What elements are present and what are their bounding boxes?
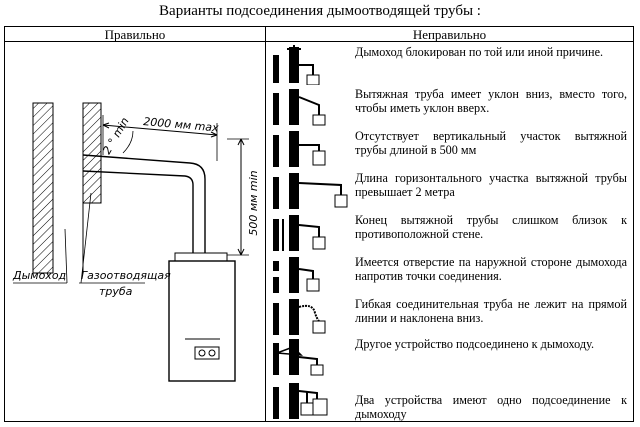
- chimney-blocked-icon: [273, 45, 320, 85]
- dimension-vertical-label: 500 мм min: [247, 170, 260, 235]
- boiler-flue-diagram: 2000 мм max 2 ° min 500 мм min: [12, 102, 260, 382]
- wrong-case-2: Вытяжная труба имеет уклон вниз, вместо …: [267, 87, 633, 127]
- wrong-case-4: Длина горизонтального участка вытяжной т…: [267, 171, 633, 211]
- wrong-case-9-text: Два устройства имеют одно подсоединение …: [355, 393, 627, 421]
- wrong-case-8: Другое устройство подсоединено к дымоход…: [267, 337, 633, 377]
- wrong-case-4-text: Длина горизонтального участка вытяжной т…: [355, 171, 627, 199]
- wrong-case-7: Гибкая соединительная труба не лежит на …: [267, 297, 633, 337]
- pipe-slope-down-icon: [273, 89, 326, 126]
- label-flue-pipe-line2: труба: [99, 285, 133, 298]
- wrong-case-6-text: Имеется отверстие па наружной стороне ды…: [355, 255, 627, 283]
- opening-opposite-icon: [273, 257, 320, 293]
- no-vertical-section-icon: [273, 131, 326, 167]
- chimney-wall: [32, 102, 102, 274]
- dimension-angle: [122, 130, 134, 154]
- dimension-vertical: [227, 138, 249, 256]
- connection-table: Правильно Неправильно: [4, 26, 634, 422]
- wrong-case-1: Дымоход блокирован по той или иной причи…: [267, 45, 633, 85]
- label-chimney: Дымоход: [12, 269, 66, 282]
- flexible-pipe-icon: [273, 299, 326, 335]
- boiler-unit: [168, 252, 236, 382]
- wrong-case-9: Два устройства имеют одно подсоединение …: [267, 381, 633, 421]
- column-header-correct: Правильно: [5, 27, 266, 42]
- label-leaders: [13, 192, 145, 284]
- wrong-case-8-text: Другое устройство подсоединено к дымоход…: [355, 337, 595, 351]
- two-devices-icon: [273, 383, 328, 419]
- label-flue-pipe-line1: Газоотводящая: [81, 269, 171, 282]
- wrong-case-2-text: Вытяжная труба имеет уклон вниз, вместо …: [355, 87, 627, 115]
- pipe-near-wall-icon: [273, 215, 326, 251]
- correct-installation-figure: 2000 мм max 2 ° min 500 мм min: [5, 43, 265, 421]
- wrong-case-1-text: Дымоход блокирован по той или иной причи…: [355, 45, 604, 59]
- wrong-case-5-text: Конец вытяжной трубы слишком близок к пр…: [355, 213, 627, 241]
- other-device-icon: [273, 339, 324, 376]
- wrong-case-6: Имеется отверстие па наружной стороне ды…: [267, 255, 633, 295]
- column-divider: [265, 27, 266, 421]
- horizontal-too-long-icon: [273, 173, 348, 209]
- dimension-angle-label: 2 ° min: [100, 115, 131, 156]
- column-header-wrong: Неправильно: [266, 27, 633, 42]
- wrong-case-3-text: Отсутствует вертикальный участок вытяжно…: [355, 129, 627, 157]
- flue-pipe: [82, 154, 206, 253]
- wrong-cases-list: Дымоход блокирован по той или иной причи…: [267, 43, 633, 421]
- wrong-case-3: Отсутствует вертикальный участок вытяжно…: [267, 129, 633, 169]
- wrong-case-5: Конец вытяжной трубы слишком близок к пр…: [267, 213, 633, 253]
- wrong-case-7-text: Гибкая соединительная труба не лежит на …: [355, 297, 627, 325]
- page-title: Варианты подсоединения дымоотводящей тру…: [159, 3, 481, 19]
- dimension-horizontal: [102, 115, 218, 161]
